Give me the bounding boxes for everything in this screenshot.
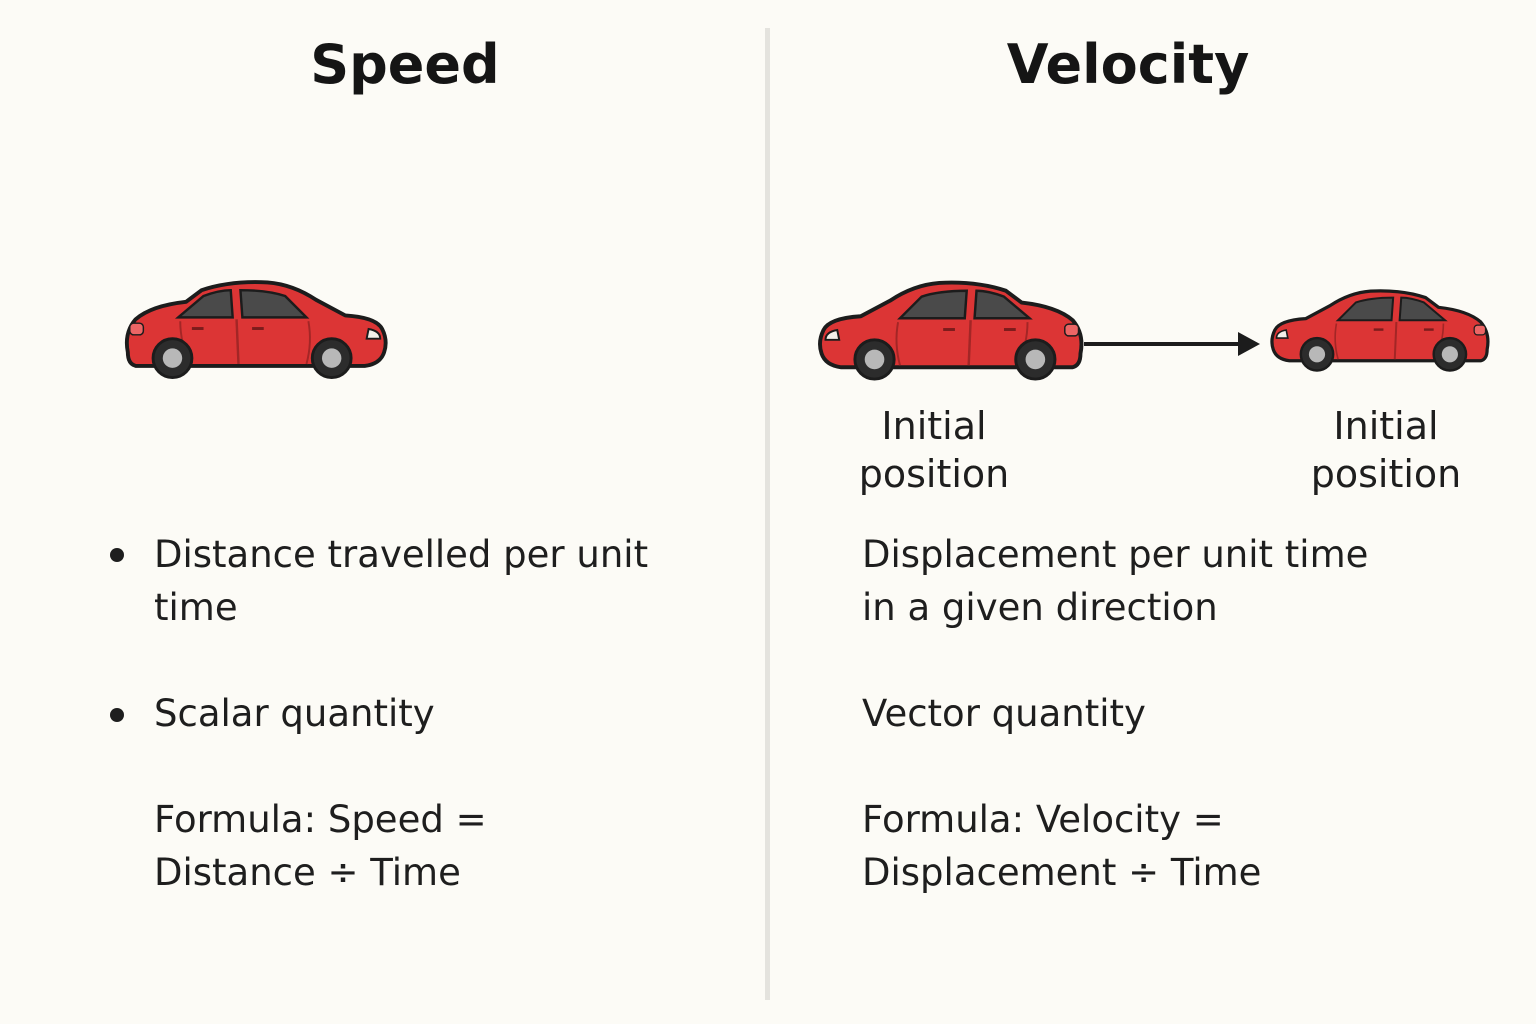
car-icon (818, 280, 1084, 381)
speed-formula: Formula: Speed = Distance ÷ Time (154, 793, 487, 899)
speed-formula-line1: Formula: Speed = (154, 798, 487, 841)
velocity-definition: Displacement per unit time in a given di… (862, 528, 1368, 634)
start-position-label: Initial position (824, 402, 1044, 498)
speed-quantity-type: Scalar quantity (154, 692, 435, 735)
velocity-quantity-type: Vector quantity (862, 692, 1146, 735)
velocity-formula: Formula: Velocity = Displacement ÷ Time (862, 793, 1261, 899)
velocity-definition-line1: Displacement per unit time (862, 533, 1369, 576)
speed-title: Speed (310, 33, 500, 96)
speed-panel: Speed Distance travelled per unit time S… (0, 0, 766, 1024)
speed-formula-line2: Distance ÷ Time (154, 851, 461, 894)
velocity-title: Velocity (1006, 33, 1250, 96)
velocity-panel: Velocity Initial position Initial positi… (770, 0, 1536, 1024)
velocity-formula-line2: Displacement ÷ Time (862, 851, 1262, 894)
car-icon (124, 280, 388, 380)
speed-definition: Distance travelled per unit time (154, 528, 674, 634)
end-position-line1: Initial (1333, 404, 1439, 448)
velocity-definition-line2: in a given direction (862, 586, 1218, 629)
end-position-line2: position (1310, 452, 1462, 496)
bullet-dot (110, 708, 124, 722)
arrow-right-icon (1084, 332, 1260, 356)
speed-definition-text: Distance travelled per unit time (154, 533, 649, 629)
end-position-label: Initial position (1276, 402, 1496, 498)
panel-divider (765, 28, 770, 1000)
start-position-line1: Initial (881, 404, 987, 448)
car-icon (1270, 289, 1490, 373)
start-position-line2: position (858, 452, 1010, 496)
velocity-formula-line1: Formula: Velocity = (862, 798, 1224, 841)
bullet-dot (110, 548, 124, 562)
